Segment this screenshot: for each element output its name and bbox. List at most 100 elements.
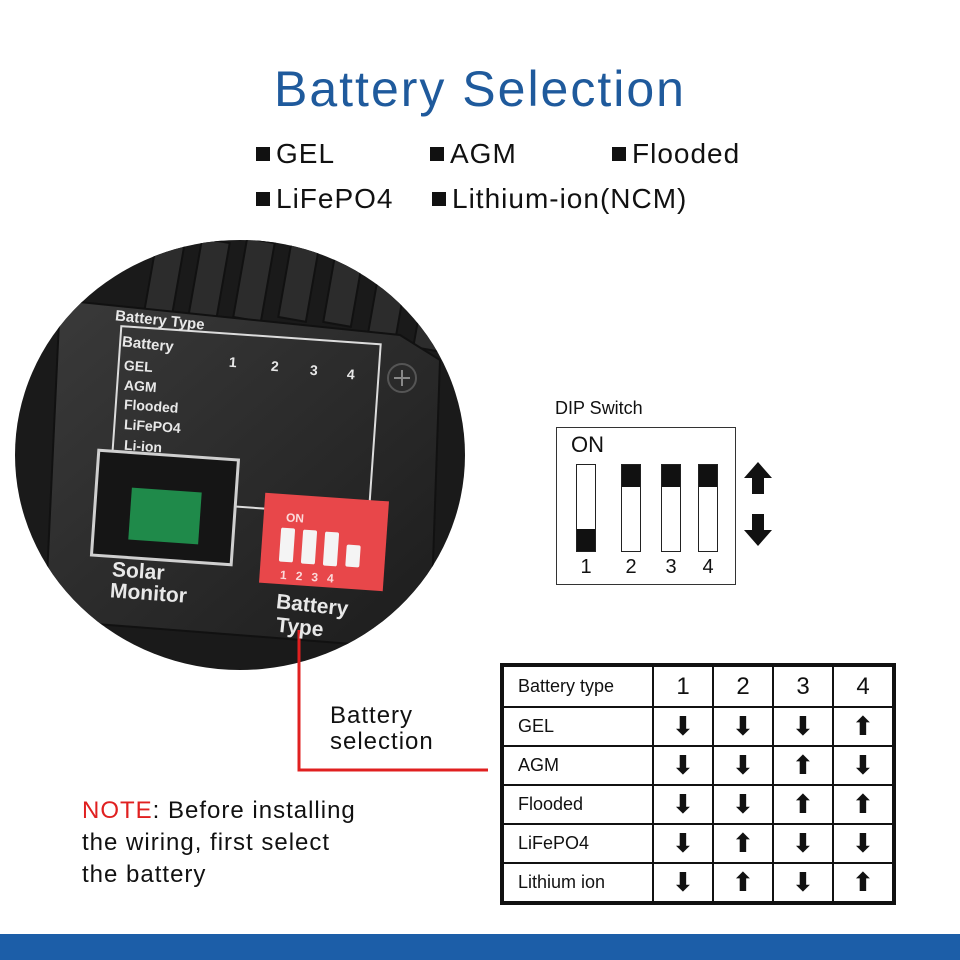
table-column-header: 2 [713, 666, 773, 707]
table-column-header: 4 [833, 666, 893, 707]
dip-switch-knob [699, 465, 717, 487]
arrow-up-icon: ⬆ [852, 711, 874, 741]
dip-switch-knob [622, 465, 640, 487]
device-table-col: 4 [346, 365, 356, 383]
arrow-down-icon: ⬇ [732, 711, 754, 741]
dip-switch [621, 464, 641, 552]
switch-cell: ⬇ [653, 707, 713, 746]
battery-type-item: Lithium-ion(NCM) [432, 183, 687, 215]
switch-cell: ⬆ [833, 785, 893, 824]
arrow-down-icon: ⬇ [792, 828, 814, 858]
arrow-up-icon: ⬆ [792, 789, 814, 819]
switch-cell: ⬇ [653, 824, 713, 863]
dip-switch [698, 464, 718, 552]
switch-cell: ⬆ [773, 785, 833, 824]
table-row: LiFePO4 ⬇ ⬆ ⬇ ⬇ [503, 824, 893, 863]
dip-legend-arrows [744, 462, 772, 546]
switch-cell: ⬆ [833, 863, 893, 902]
battery-name-cell: Lithium ion [503, 863, 653, 902]
dip-block-label: Type [274, 613, 325, 642]
arrow-down-icon: ⬇ [672, 789, 694, 819]
arrow-down-icon: ⬇ [852, 828, 874, 858]
dip-legend [742, 462, 774, 557]
device-table-col: 1 [228, 353, 238, 371]
arrow-up-icon: ⬆ [852, 789, 874, 819]
device-table-heading: Battery Type [114, 307, 206, 334]
device-table-col: 3 [309, 361, 319, 379]
bullet-square-icon [256, 147, 270, 161]
port-label: Solar [111, 558, 166, 585]
battery-name-cell: Flooded [503, 785, 653, 824]
callout-text: Battery selection [330, 702, 434, 755]
device-table-row: GEL [123, 357, 154, 375]
arrow-down-icon: ⬇ [792, 867, 814, 897]
switch-cell: ⬇ [713, 707, 773, 746]
arrow-up-icon: ⬆ [732, 867, 754, 897]
arrow-down-icon: ⬇ [672, 867, 694, 897]
arrow-down-icon: ⬇ [672, 750, 694, 780]
battery-name-cell: AGM [503, 746, 653, 785]
dip-switch-number: 1 [580, 556, 592, 578]
bullet-square-icon [430, 147, 444, 161]
dip-switch-knob [577, 529, 595, 551]
dip-switch-knob [662, 465, 680, 487]
switch-cell: ⬇ [653, 863, 713, 902]
bullet-square-icon [256, 192, 270, 206]
device-table-col-header: Battery [121, 333, 175, 356]
arrow-down-icon: ⬇ [732, 750, 754, 780]
device-table-row: Flooded [123, 396, 179, 416]
dip-switch-number: 3 [665, 556, 677, 578]
arrow-down-icon [744, 514, 772, 546]
device-dip-numbers: 1234 [279, 567, 344, 587]
dip-switch-label: DIP Switch [555, 398, 643, 418]
table-row: Flooded ⬇ ⬇ ⬆ ⬆ [503, 785, 893, 824]
dip-block-label: Battery [275, 590, 350, 621]
switch-cell: ⬆ [773, 746, 833, 785]
device-dip-on: ON [285, 510, 305, 526]
dip-switch-number: 4 [702, 556, 714, 578]
dip-switch-diagram: ON 1 2 3 4 [556, 427, 736, 585]
note-text: NOTE: Before installing the wiring, firs… [82, 797, 356, 888]
battery-type-item: GEL [256, 138, 335, 170]
battery-type-item: AGM [430, 138, 517, 170]
table-column-header: 3 [773, 666, 833, 707]
table-row: Lithium ion ⬇ ⬆ ⬇ ⬆ [503, 863, 893, 902]
dip-on-label: ON [571, 432, 604, 457]
bullet-square-icon [432, 192, 446, 206]
arrow-up-icon: ⬆ [732, 828, 754, 858]
page-title: Battery Selection [274, 61, 686, 117]
device-table-row: Li-ion [123, 436, 163, 456]
arrow-down-icon: ⬇ [852, 750, 874, 780]
battery-type-item: Flooded [612, 138, 740, 170]
switch-cell: ⬆ [833, 707, 893, 746]
switch-cell: ⬇ [653, 785, 713, 824]
switch-cell: ⬇ [773, 863, 833, 902]
dip-switch-number: 2 [625, 556, 637, 578]
bottom-bar [0, 934, 960, 960]
device-table-row: AGM [123, 376, 158, 396]
switch-cell: ⬆ [713, 863, 773, 902]
switch-cell: ⬇ [833, 746, 893, 785]
arrow-up-icon: ⬆ [792, 750, 814, 780]
battery-name-cell: LiFePO4 [503, 824, 653, 863]
port-label: Monitor [109, 579, 188, 608]
dip-switch [661, 464, 681, 552]
battery-name-cell: GEL [503, 707, 653, 746]
arrow-up-icon [744, 462, 772, 494]
dip-switch [576, 464, 596, 552]
switch-cell: ⬇ [773, 707, 833, 746]
device-table-col: 2 [270, 357, 280, 375]
arrow-down-icon: ⬇ [672, 828, 694, 858]
table-row: AGM ⬇ ⬇ ⬆ ⬇ [503, 746, 893, 785]
arrow-down-icon: ⬇ [732, 789, 754, 819]
switch-cell: ⬇ [773, 824, 833, 863]
device-table-row: LiFePO4 [123, 416, 182, 436]
table-row: GEL ⬇ ⬇ ⬇ ⬆ [503, 707, 893, 746]
switch-cell: ⬇ [713, 746, 773, 785]
table-column-header: 1 [653, 666, 713, 707]
switch-cell: ⬇ [713, 785, 773, 824]
arrow-down-icon: ⬇ [672, 711, 694, 741]
battery-type-item: LiFePO4 [256, 183, 394, 215]
